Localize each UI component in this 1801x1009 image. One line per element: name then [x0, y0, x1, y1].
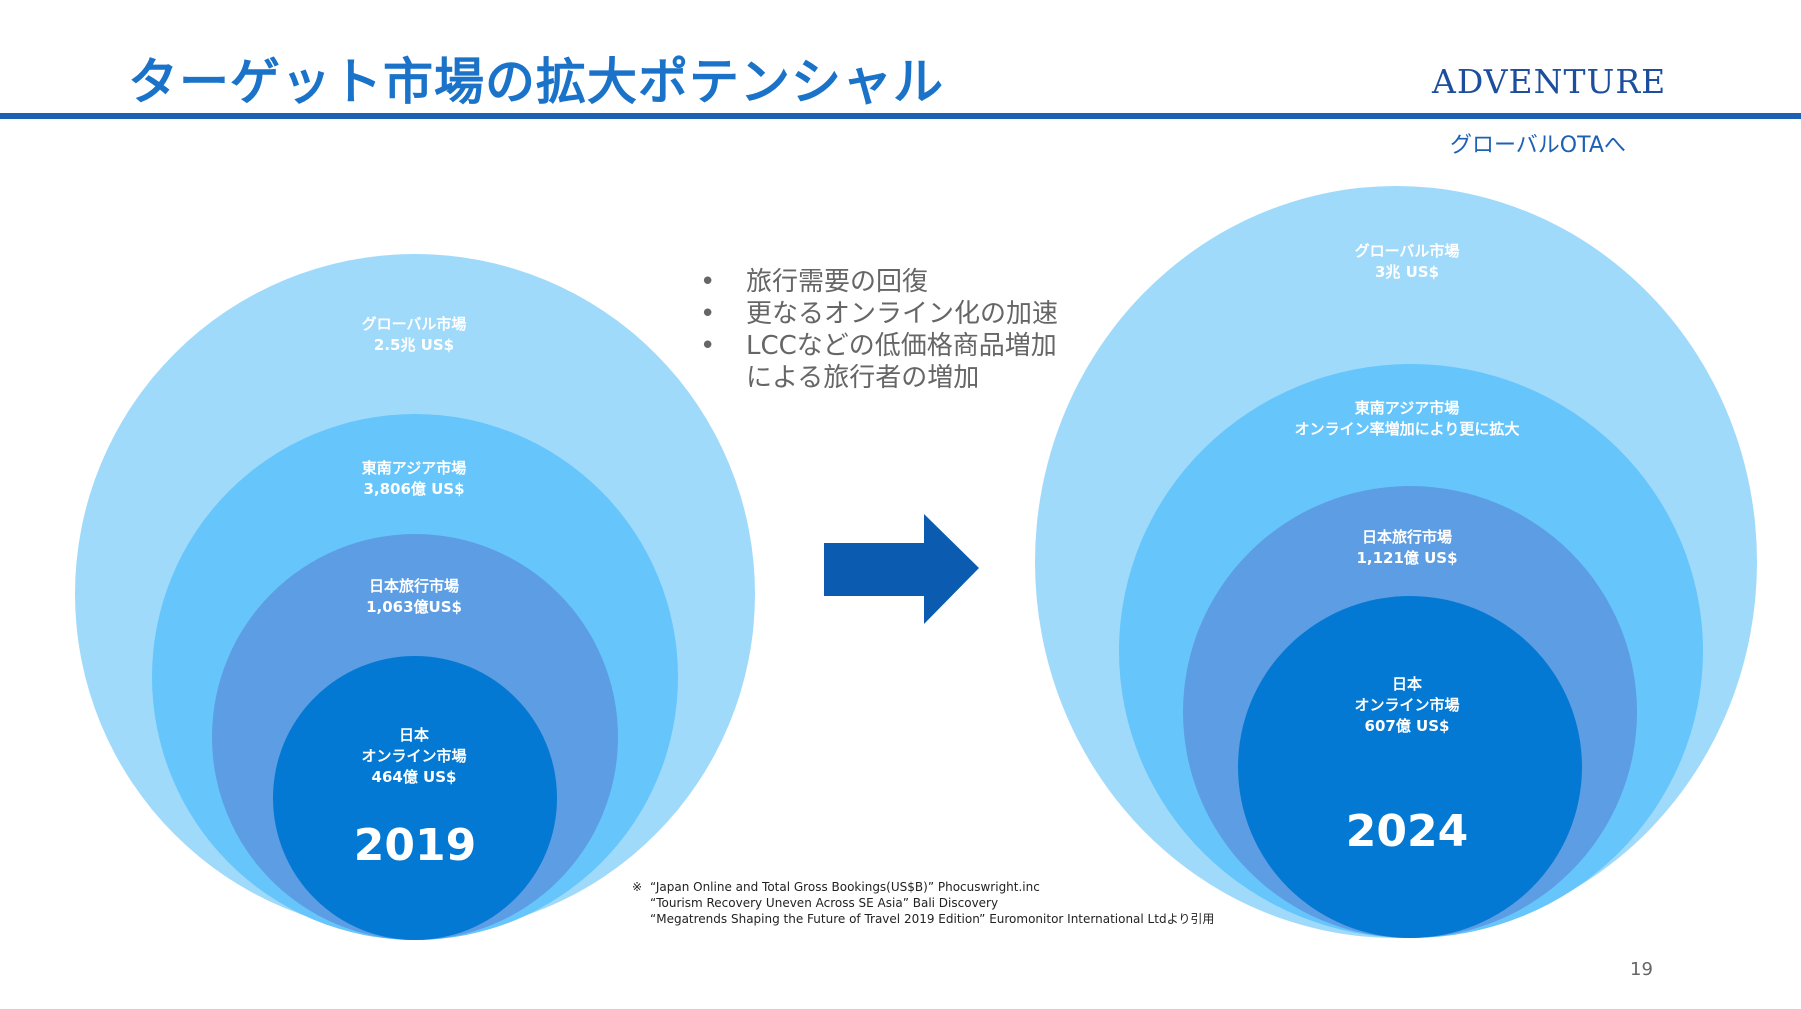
header-divider: [0, 113, 1801, 119]
growth-drivers-list: • 旅行需要の回復 • 更なるオンライン化の加速 • LCCなどの低価格商品増加…: [700, 266, 1058, 394]
bullet-marker: •: [700, 267, 716, 297]
label-sea-2024: 東南アジア市場 オンライン率増加により更に拡大: [1294, 399, 1520, 438]
growth-arrow-icon: [824, 514, 979, 624]
year-label-2024: 2024: [1345, 806, 1469, 857]
label-japan-travel-2024: 日本旅行市場 1,121億 US$: [1356, 528, 1458, 567]
label-japan-online-2024: 日本 オンライン市場 607億 US$: [1354, 675, 1460, 735]
footnote-line: “Megatrends Shaping the Future of Travel…: [650, 912, 1215, 926]
label-japan-online-2019: 日本 オンライン市場 464億 US$: [361, 726, 467, 786]
source-footnote: ※ “Japan Online and Total Gross Bookings…: [632, 879, 1214, 927]
bullet-marker: •: [700, 299, 716, 329]
page-title: ターゲット市場の拡大ポテンシャル: [128, 53, 944, 111]
footnote-line: “Tourism Recovery Uneven Across SE Asia”…: [650, 896, 999, 910]
footnote-line: “Japan Online and Total Gross Bookings(U…: [650, 880, 1040, 894]
circle-japan-online-2019: [273, 656, 557, 940]
year-label-2019: 2019: [353, 820, 477, 871]
page-number: 19: [1630, 959, 1653, 980]
label-sea-2019: 東南アジア市場 3,806億 US$: [361, 459, 467, 498]
footnote-mark: ※: [632, 880, 643, 894]
label-global-2019: グローバル市場 2.5兆 US$: [361, 315, 467, 354]
label-japan-travel-2019: 日本旅行市場 1,063億US$: [366, 577, 462, 616]
list-item: • 更なるオンライン化の加速: [700, 299, 1059, 329]
page-subtitle: グローバルOTAへ: [1450, 133, 1626, 158]
bullet-marker: •: [700, 331, 716, 361]
circle-japan-online-2024: [1238, 596, 1582, 938]
list-item: • LCCなどの低価格商品増加 による旅行者の増加: [700, 331, 1057, 393]
list-item: • 旅行需要の回復: [700, 267, 929, 297]
label-global-2024: グローバル市場 3兆 US$: [1354, 242, 1460, 281]
brand-logo: ADVENTURE: [1432, 62, 1667, 101]
